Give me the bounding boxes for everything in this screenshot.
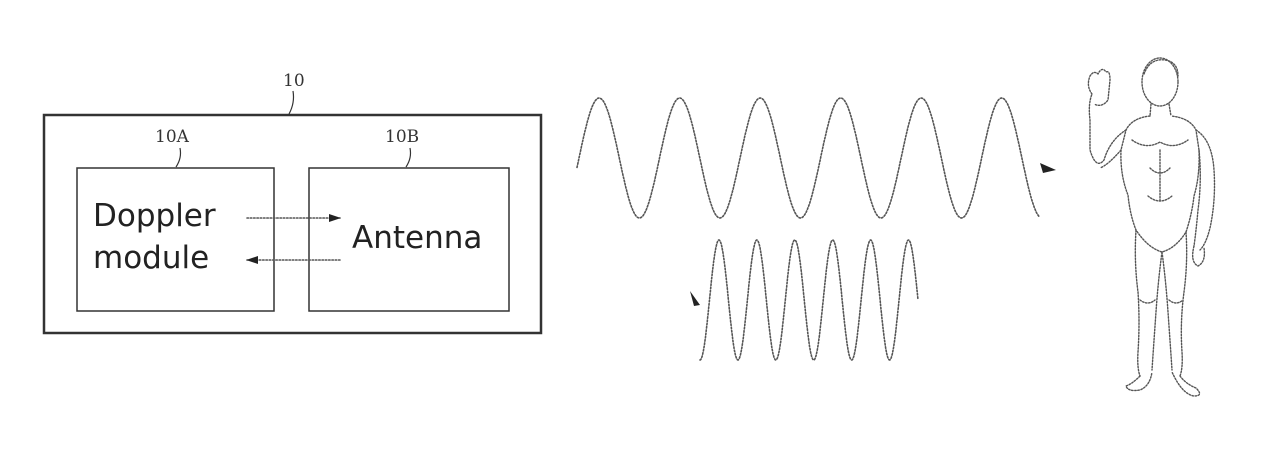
figure-lowered-hand	[1193, 246, 1205, 266]
doppler-ref-label: 10A	[155, 127, 190, 147]
antenna-box: 10B Antenna	[309, 127, 509, 311]
figure-left-foot	[1126, 372, 1152, 391]
transmitted-wave	[577, 98, 1040, 218]
transmitted-wave-arrowhead	[1040, 163, 1056, 173]
figure-abs	[1148, 150, 1172, 201]
antenna-label: Antenna	[352, 220, 482, 256]
doppler-module-box: 10A Doppler module	[77, 127, 274, 311]
figure-raised-hand	[1088, 69, 1110, 105]
doppler-label-line1: Doppler	[93, 198, 216, 234]
reflected-wave-arrowhead	[690, 291, 700, 306]
device-ref-label: 10	[283, 71, 305, 91]
figure-chest	[1132, 140, 1188, 146]
figure-head	[1142, 58, 1178, 106]
antenna-leader-line	[406, 148, 411, 167]
device-leader-line	[289, 91, 294, 114]
human-figure-waving-icon	[1088, 58, 1214, 396]
antenna-ref-label: 10B	[385, 127, 419, 147]
doppler-label-line2: module	[93, 240, 209, 276]
figure-knees	[1140, 300, 1183, 303]
doppler-leader-line	[176, 148, 181, 167]
figure-lowered-arm	[1194, 130, 1215, 250]
figure-right-foot	[1172, 372, 1200, 396]
reflected-wave	[700, 240, 918, 360]
